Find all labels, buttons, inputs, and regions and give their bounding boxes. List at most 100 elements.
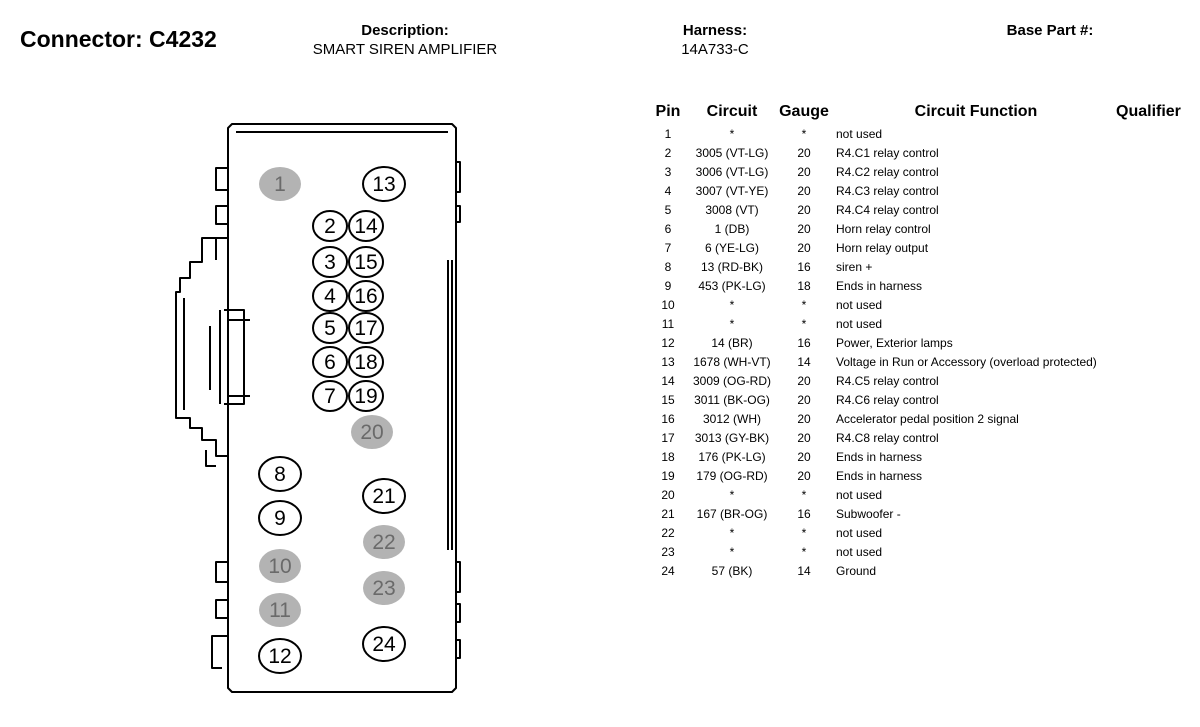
left-latch (205, 238, 217, 467)
cell-function: Horn relay control (836, 221, 931, 236)
cell-gauge: * (801, 126, 807, 141)
pin-11: 11 (259, 593, 301, 627)
left-latch (209, 310, 221, 404)
pin-label: 14 (354, 215, 378, 238)
pin-table: Pin Circuit Gauge Circuit Function Quali… (648, 100, 1181, 580)
cell-qualifier (1116, 124, 1181, 143)
header-qualifier: Qualifier (1116, 103, 1181, 120)
cell-circuit: 1678 (WH-VT) (693, 354, 771, 369)
pin-label: 20 (360, 421, 383, 444)
cell-pin: 7 (664, 240, 672, 255)
cell-gauge: 20 (797, 449, 811, 464)
pin-label: 12 (268, 645, 291, 668)
cell-pin: 2 (664, 145, 672, 160)
right-tab (456, 205, 461, 223)
pin-circle (362, 166, 406, 202)
cell-gauge: * (801, 525, 807, 540)
header-pin: Pin (655, 103, 681, 120)
cell-pin: 13 (661, 354, 675, 369)
cell-qualifier (1116, 200, 1181, 219)
cell-circuit: 3009 (OG-RD) (692, 373, 772, 388)
cell-circuit: 3013 (GY-BK) (694, 430, 770, 445)
pin-17: 17 (348, 312, 384, 344)
cell-circuit: 1 (DB) (714, 221, 750, 236)
pin-22: 22 (363, 525, 405, 559)
cell-circuit: * (729, 316, 735, 331)
cell-pin: 12 (661, 335, 675, 350)
cell-pin: 4 (664, 183, 672, 198)
pin-label: 18 (354, 351, 377, 374)
cell-circuit: * (729, 544, 735, 559)
pin-label: 23 (372, 577, 395, 600)
pin-label: 24 (372, 633, 396, 656)
pin-circle (312, 280, 348, 312)
pin-label: 10 (268, 555, 291, 578)
description-label: Description: (361, 22, 449, 39)
cell-circuit: 3006 (VT-LG) (695, 164, 769, 179)
pin-14: 14 (348, 210, 384, 242)
pin-16: 16 (348, 280, 384, 312)
left-latch (183, 298, 245, 410)
pin-circle (362, 478, 406, 514)
pin-label: 13 (372, 173, 395, 196)
pin-label: 2 (324, 215, 336, 238)
cell-qualifier (1116, 466, 1181, 485)
cell-qualifier (1116, 561, 1181, 580)
cell-gauge: 14 (797, 563, 811, 578)
right-rail (447, 260, 453, 550)
cell-gauge: 16 (797, 335, 811, 350)
pin-12: 12 (258, 638, 302, 674)
harness-label: Harness: (682, 22, 748, 39)
pin-5: 5 (312, 312, 348, 344)
cell-circuit: 3005 (VT-LG) (695, 145, 769, 160)
cell-gauge: 20 (797, 430, 811, 445)
pin-label: 5 (324, 317, 336, 340)
pin-19: 19 (348, 380, 384, 412)
pin-3: 3 (312, 246, 348, 278)
pin-7: 7 (312, 380, 348, 412)
cell-function: R4.C8 relay control (836, 430, 939, 445)
harness-value: 14A733-C (681, 41, 749, 58)
cell-circuit: 3007 (VT-YE) (695, 183, 769, 198)
pin-circle (259, 167, 301, 201)
cell-gauge: * (801, 297, 807, 312)
pin-18: 18 (348, 346, 384, 378)
left-tab (215, 561, 228, 583)
cell-pin: 20 (661, 487, 675, 502)
cell-qualifier (1116, 257, 1181, 276)
pin-label: 4 (324, 285, 336, 308)
cell-gauge: 16 (797, 259, 811, 274)
cell-pin: 9 (664, 278, 672, 293)
left-tab (215, 205, 228, 225)
cell-qualifier (1116, 523, 1181, 542)
cell-gauge: 20 (797, 411, 811, 426)
pin-label: 1 (274, 173, 286, 196)
cell-function: Voltage in Run or Accessory (overload pr… (836, 354, 1097, 369)
cell-gauge: 20 (797, 164, 811, 179)
table-row: 1**not used (648, 124, 1181, 143)
connector-housing (175, 123, 461, 693)
cell-pin: 3 (664, 164, 672, 179)
right-tab (456, 161, 461, 193)
cell-qualifier (1116, 428, 1181, 447)
pin-circle (258, 638, 302, 674)
cell-function: siren + (836, 259, 873, 274)
cell-function: R4.C2 relay control (836, 164, 939, 179)
header-circuit: Circuit (706, 103, 758, 120)
pin-23: 23 (363, 571, 405, 605)
pin-circle (312, 210, 348, 242)
cell-function: Horn relay output (836, 240, 929, 255)
cell-function: R4.C1 relay control (836, 145, 939, 160)
pin-24: 24 (362, 626, 406, 662)
cell-gauge: * (801, 544, 807, 559)
cell-function: R4.C5 relay control (836, 373, 939, 388)
cell-circuit: 6 (YE-LG) (704, 240, 759, 255)
pin-8: 8 (258, 456, 302, 492)
